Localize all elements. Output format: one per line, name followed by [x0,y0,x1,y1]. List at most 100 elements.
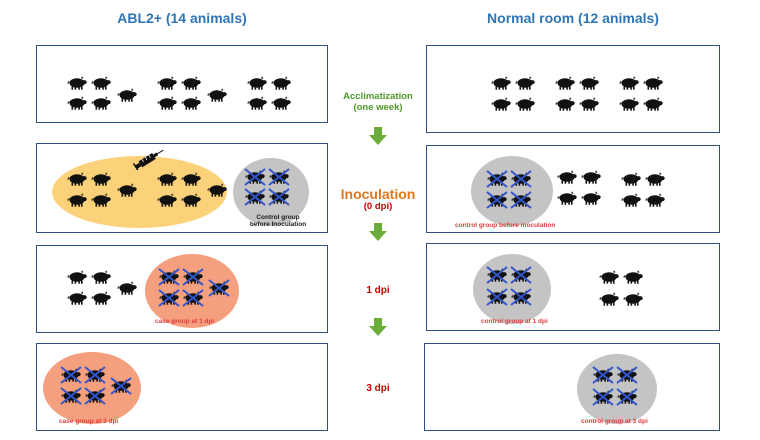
pig-icon [183,291,203,305]
stage-inoculation-title: Inoculation [340,186,416,202]
down-arrow-icon [369,318,387,336]
pig-icon [555,76,575,90]
stage-inoculation-label: Inoculation (0 dpi) [330,186,426,213]
pig-icon [643,97,663,111]
case-group-caption: case group at 3 dpi [59,418,119,425]
control-group-zone [577,354,657,424]
pig-icon [511,193,531,207]
pig-icon [617,368,637,382]
pig-icon [67,76,87,90]
pig-icon [581,170,601,184]
pig-icon [511,290,531,304]
pig-icon [271,76,291,90]
pig-icon [269,190,289,204]
pig-icon [619,76,639,90]
syringe-icon [133,149,164,170]
control-group-zone [473,254,551,324]
pig-icon [209,281,229,295]
pig-icon [487,193,507,207]
pig-icon [91,96,111,110]
control-group-caption: Control group before Inoculation [243,214,313,229]
pig-icon [245,190,265,204]
pig-icon [117,281,137,295]
pig-icon [117,183,137,197]
normal-inoculation-panel: control group before inoculation [426,145,720,233]
control-group-caption-line1: Control group [256,214,300,221]
pig-icon [491,97,511,111]
pig-icon [159,291,179,305]
normal-acclimatization-panel [426,45,720,133]
pig-icon [67,270,87,284]
pig-icon [579,97,599,111]
down-arrow-icon [369,223,387,241]
right-column-title: Normal room (12 animals) [487,10,659,26]
pig-icon [61,368,81,382]
pig-icon [621,172,641,186]
pig-icon [85,389,105,403]
normal-1dpi-panel: control group at 1 dpi [426,243,720,331]
pig-icon [619,97,639,111]
pig-icon [181,172,201,186]
pig-icon [645,172,665,186]
pig-icon [67,172,87,186]
pig-icon [599,292,619,306]
normal-3dpi-panel: control group at 3 dpi [424,343,720,431]
pig-icon [157,193,177,207]
pig-icon [247,76,267,90]
control-group-caption: control group before inoculation [455,222,556,229]
pig-icon [207,183,227,197]
pig-icon [617,390,637,404]
pig-icon [85,368,105,382]
pig-icon [555,97,575,111]
pig-icon [91,270,111,284]
control-group-zone [471,156,553,226]
inoculated-group-zone [52,156,227,228]
pig-icon [491,76,511,90]
down-arrow-icon [369,127,387,145]
pig-icon [487,268,507,282]
abl2-3dpi-panel: case group at 3 dpi [36,343,328,431]
pig-icon [621,193,641,207]
pig-icon [111,379,131,393]
pig-icon [157,76,177,90]
pig-icon [91,291,111,305]
pig-icon [245,170,265,184]
pig-icon [91,193,111,207]
abl2-inoculation-panel: Control group before Inoculation [36,143,328,233]
pig-icon [579,76,599,90]
pig-icon [511,268,531,282]
pig-icon [61,389,81,403]
pig-icon [645,193,665,207]
pig-icon [487,290,507,304]
left-column-title: ABL2+ (14 animals) [117,10,247,26]
pig-icon [623,292,643,306]
pig-icon [593,390,613,404]
pig-icon [271,96,291,110]
abl2-1dpi-panel: case group at 1 dpi [36,245,328,333]
pig-icon [623,270,643,284]
pig-icon [207,88,227,102]
pig-icon [117,88,137,102]
pig-icon [511,172,531,186]
stage-acclimatization-title: Acclimatization [343,91,413,102]
pig-icon [91,76,111,90]
control-group-caption-line2: before Inoculation [249,221,307,229]
pig-icon [67,96,87,110]
pig-icon [515,97,535,111]
stage-acclimatization-label: Acclimatization (one week) [330,91,426,114]
pig-icon [157,96,177,110]
stage-inoculation-sub: (0 dpi) [363,201,393,213]
pig-icon [157,172,177,186]
pig-icon [593,368,613,382]
pig-icon [67,291,87,305]
stage-3dpi-label: 3 dpi [366,383,390,394]
pig-icon [515,76,535,90]
pig-icon [487,172,507,186]
pig-icon [159,270,179,284]
control-group-caption: control group at 3 dpi [581,418,648,425]
control-group-caption: control group at 1 dpi [481,318,548,325]
pig-icon [247,96,267,110]
pig-icon [67,193,87,207]
pig-icon [643,76,663,90]
pig-icon [181,96,201,110]
